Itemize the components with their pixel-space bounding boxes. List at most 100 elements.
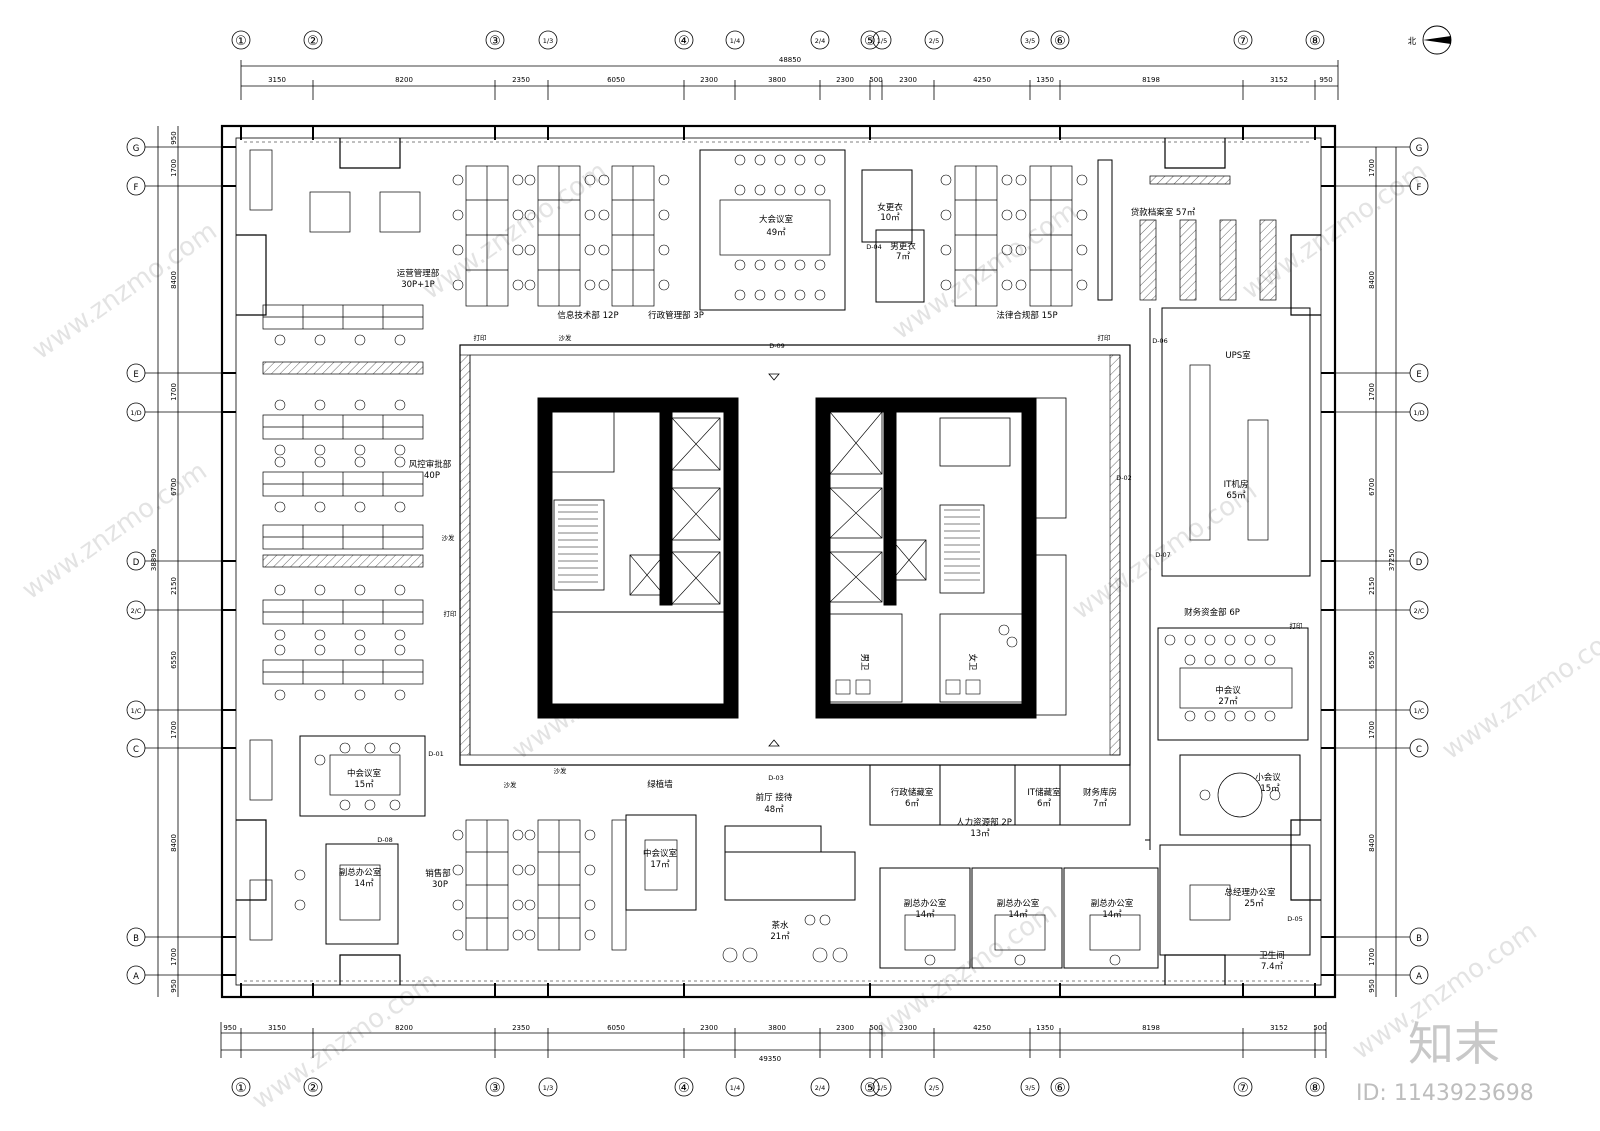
room-label-male-locker: 男更衣: [890, 241, 916, 252]
room-capacity: 30P: [432, 880, 448, 890]
door-tag: D-09: [769, 342, 785, 350]
room-area: 25㎡: [1244, 899, 1264, 909]
dim: 2150: [170, 577, 178, 595]
grid-top: [231, 30, 1339, 100]
dim: 2300: [836, 1024, 854, 1032]
grid-label: ③: [489, 1081, 501, 1096]
dim: 1700: [170, 383, 178, 401]
partitions: [299, 149, 1311, 969]
dim: 2150: [1368, 577, 1376, 595]
room-labels: 运营管理部 30P+1P 信息技术部 12P 行政管理部 3P 大会议室 49㎡…: [339, 202, 1303, 972]
door-tag: D-07: [1155, 551, 1171, 559]
dim: 8198: [1142, 76, 1160, 84]
door-tag: D-03: [768, 774, 784, 782]
grid-label: D: [1416, 558, 1423, 568]
room-area: 7㎡: [896, 252, 910, 262]
dim: 8198: [1142, 1024, 1160, 1032]
grid-label: 1/C: [1414, 707, 1425, 715]
dim: 2300: [899, 76, 917, 84]
dim: 500: [869, 1024, 882, 1032]
door-tag: D-06: [1152, 337, 1168, 345]
room-label-wc: 卫生间: [1259, 950, 1285, 961]
room-label-vp1: 副总办公室: [904, 898, 947, 909]
dim-total: 48850: [779, 56, 801, 64]
dim: 500: [869, 76, 882, 84]
building-outline: [220, 124, 1337, 999]
room-label-lobby: 前厅 接待: [756, 792, 793, 803]
room-area: 14㎡: [354, 879, 374, 889]
dim: 8400: [1368, 271, 1376, 289]
grid-label: 1/C: [131, 707, 142, 715]
room-label-ups: UPS室: [1225, 350, 1251, 361]
grid-label: 2/4: [815, 37, 825, 45]
dim: 6550: [1368, 651, 1376, 669]
grid-label: ⑦: [1237, 1081, 1249, 1096]
watermark-text: www.znzmo.com: [1437, 616, 1600, 766]
room-area: 21㎡: [770, 932, 790, 942]
room-area: 17㎡: [650, 860, 670, 870]
door-tag: D-04: [866, 243, 882, 251]
dim-total: 38890: [150, 549, 158, 571]
grid-label: 2/C: [1414, 607, 1425, 615]
room-area: 10㎡: [880, 213, 900, 223]
dim: 1700: [170, 721, 178, 739]
grid-label: ②: [307, 1081, 319, 1096]
dim: 1700: [1368, 948, 1376, 966]
grid-top-labels: ① ② ③ 1/3 ④ 1/4 2/4 ⑤ 1/5 2/5 3/5 ⑥ ⑦ ⑧ …: [235, 34, 1333, 84]
dim: 3150: [268, 76, 286, 84]
dim: 3152: [1270, 76, 1288, 84]
room-label-sales: 销售部: [425, 868, 451, 879]
grid-label: 1/D: [1413, 409, 1424, 417]
grid-label: G: [1416, 144, 1423, 154]
print-label: 打印: [444, 609, 457, 618]
dim: 1700: [170, 948, 178, 966]
room-area: 15㎡: [1260, 784, 1280, 794]
dim: 1700: [1368, 159, 1376, 177]
grid-label: ⑥: [1054, 34, 1066, 49]
room-label-archive: 贷款档案室 57㎡: [1131, 207, 1196, 218]
room-label-ops: 运营管理部: [397, 268, 440, 279]
room-label-risk: 风控审批部: [409, 459, 452, 470]
room-label-mid-meeting-l: 中会议室: [347, 768, 382, 779]
room-label-it-room: IT机房: [1224, 479, 1249, 490]
grid-label: 1/5: [877, 37, 887, 45]
workstations: [249, 149, 1293, 951]
room-area: 6㎡: [1037, 799, 1051, 809]
grid-label: C: [1416, 745, 1422, 755]
grid-label: G: [133, 144, 140, 154]
room-area: 48㎡: [764, 805, 784, 815]
room-label-vp2: 副总办公室: [997, 898, 1040, 909]
dim: 2300: [700, 1024, 718, 1032]
dim: 2350: [512, 76, 530, 84]
dim: 950: [1319, 76, 1332, 84]
dim: 8200: [395, 1024, 413, 1032]
watermark-text: www.znzmo.com: [247, 966, 443, 1116]
grid-label: ⑦: [1237, 34, 1249, 49]
grid-rows: [126, 126, 1429, 997]
grid-label: 1/D: [130, 409, 141, 417]
dim-total: 37250: [1388, 549, 1396, 571]
direction-arrow-icon: [768, 373, 780, 747]
dim: 500: [1313, 1024, 1326, 1032]
grid-label: D: [133, 558, 140, 568]
dim: 6700: [170, 478, 178, 496]
watermark-text: www.znzmo.com: [27, 216, 223, 366]
room-label-vp-left: 副总办公室: [339, 867, 382, 878]
grid-label: ①: [235, 1081, 247, 1096]
room-area: 14㎡: [1008, 910, 1028, 920]
grid-bottom: [220, 1022, 1327, 1097]
room-area: 65㎡: [1226, 491, 1246, 501]
grid-label: 1/5: [877, 1084, 887, 1092]
room-capacity: 40P: [424, 471, 440, 481]
room-area: 14㎡: [1102, 910, 1122, 920]
room-label-female-locker: 女更衣: [877, 202, 903, 213]
room-area: 7.4㎡: [1261, 962, 1284, 972]
dim: 8400: [1368, 834, 1376, 852]
grid-label: 1/3: [543, 37, 553, 45]
grid-label: 1/4: [730, 37, 740, 45]
dim: 3150: [268, 1024, 286, 1032]
dim: 3800: [768, 76, 786, 84]
dim: 2300: [899, 1024, 917, 1032]
room-label-gm: 总经理办公室: [1224, 887, 1276, 898]
door-tag: D-08: [377, 836, 393, 844]
